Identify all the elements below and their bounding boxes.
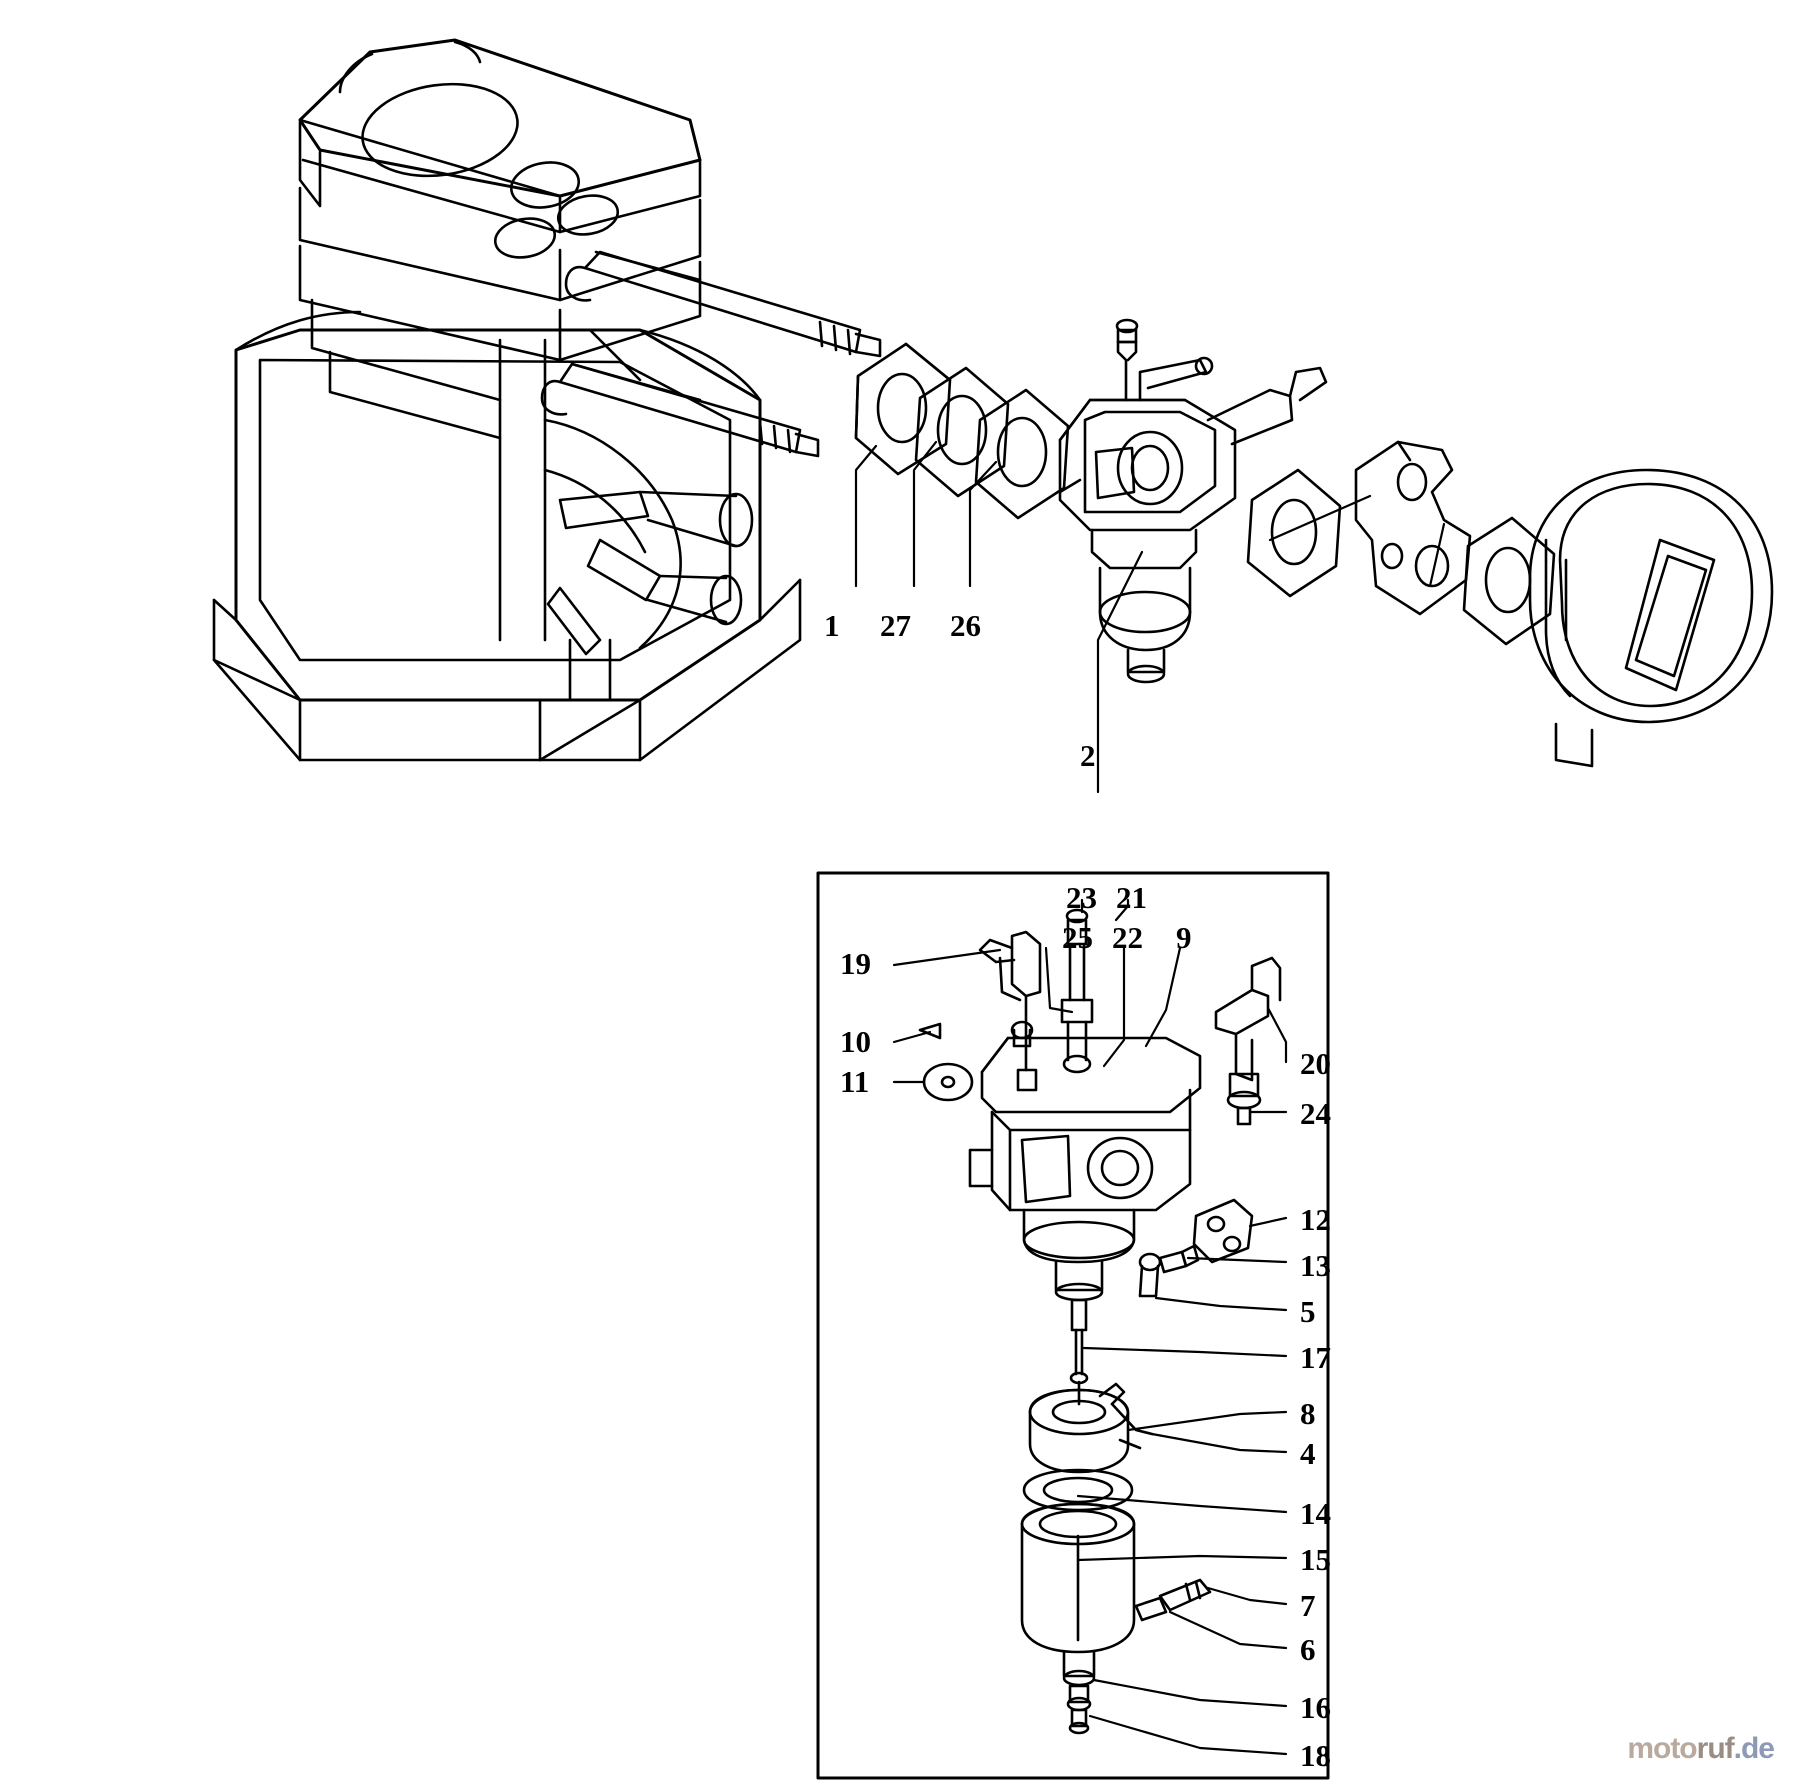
callout-23: 23 [1066, 880, 1097, 915]
callout-7: 7 [1300, 1588, 1316, 1623]
callout-24: 24 [1300, 1096, 1331, 1131]
callout-6: 6 [1300, 1632, 1316, 1667]
callout-19: 19 [840, 946, 871, 981]
callout-21: 21 [1116, 880, 1147, 915]
carburetor-detail-drawing [918, 908, 1282, 1735]
leader-lines-upper [854, 440, 1446, 794]
callout-25: 25 [1062, 920, 1093, 955]
watermark-part-2: ruf [1696, 1732, 1735, 1765]
callout-26: 26 [950, 608, 981, 643]
callout-15: 15 [1300, 1542, 1331, 1577]
watermark-part-3: .de [1733, 1732, 1775, 1765]
watermark: motoruf.de [1627, 1732, 1775, 1766]
callout-4: 4 [1300, 1436, 1316, 1471]
callout-11: 11 [840, 1064, 870, 1099]
callout-2: 2 [1080, 738, 1096, 773]
callout-18: 18 [1300, 1738, 1331, 1773]
watermark-part-1: moto [1627, 1732, 1697, 1765]
callout-8: 8 [1300, 1396, 1316, 1431]
air-cleaner-assembly [1246, 440, 1774, 768]
engine-block-drawing [212, 38, 802, 762]
callout-17: 17 [1300, 1340, 1331, 1375]
callout-5: 5 [1300, 1294, 1316, 1329]
callout-13: 13 [1300, 1248, 1331, 1283]
callout-22: 22 [1112, 920, 1143, 955]
insulator-gaskets [854, 342, 1070, 520]
carburetor-upper [1058, 318, 1328, 684]
callout-9: 9 [1176, 920, 1192, 955]
callout-16: 16 [1300, 1690, 1331, 1725]
mounting-studs [540, 250, 882, 458]
callout-27: 27 [880, 608, 911, 643]
leader-lines-panel [892, 898, 1288, 1756]
callout-10: 10 [840, 1024, 871, 1059]
callout-20: 20 [1300, 1046, 1331, 1081]
callout-12: 12 [1300, 1202, 1331, 1237]
callout-14: 14 [1300, 1496, 1331, 1531]
callout-1: 1 [824, 608, 840, 643]
